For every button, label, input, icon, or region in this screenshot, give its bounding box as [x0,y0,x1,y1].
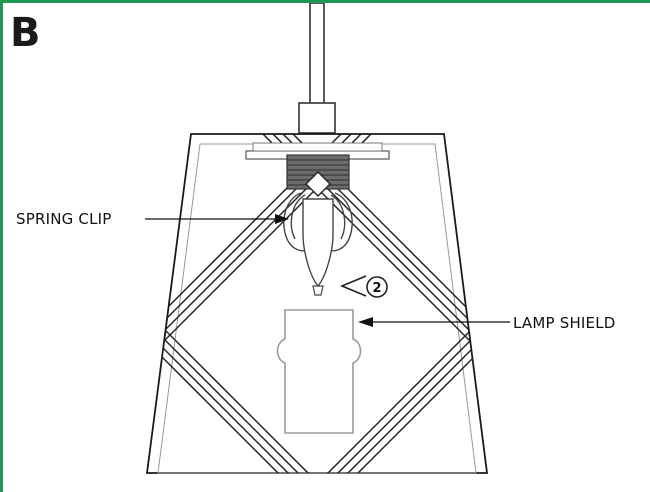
step-number: 2 [372,281,381,296]
socket-collar [286,154,350,197]
step-letter: B [10,10,41,56]
direction-marker: 2 [339,275,388,298]
bulb [302,198,334,296]
left-arrow-icon [339,275,367,297]
cord-sleeve [298,102,336,134]
spring-clip-label: SPRING CLIP [16,210,112,228]
pendant-lamp-diagram: 2 [145,3,510,474]
spring-clips [283,192,353,252]
lamp-shield [276,309,362,434]
lamp-shield-leader [358,317,510,327]
step-number-badge [366,276,388,298]
spring-clip-leader [145,214,289,224]
cord [309,3,325,106]
lamp-shield-label: LAMP SHIELD [513,314,616,332]
